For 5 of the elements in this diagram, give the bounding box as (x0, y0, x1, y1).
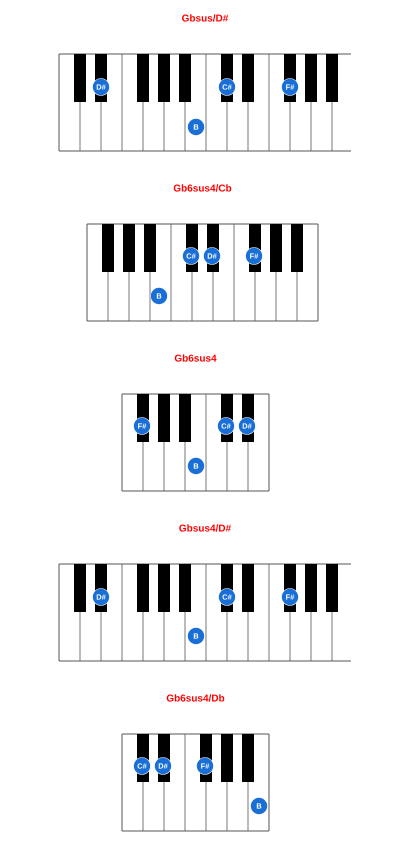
chord-title: Gb6sus4/Cb (174, 184, 232, 192)
chord-title: Gbsus/D# (182, 14, 228, 22)
chord-title: Gbsus4/D# (179, 524, 231, 532)
chord-title: Gb6sus4/Db (166, 694, 224, 702)
chord-title: Gb6sus4 (174, 354, 217, 362)
